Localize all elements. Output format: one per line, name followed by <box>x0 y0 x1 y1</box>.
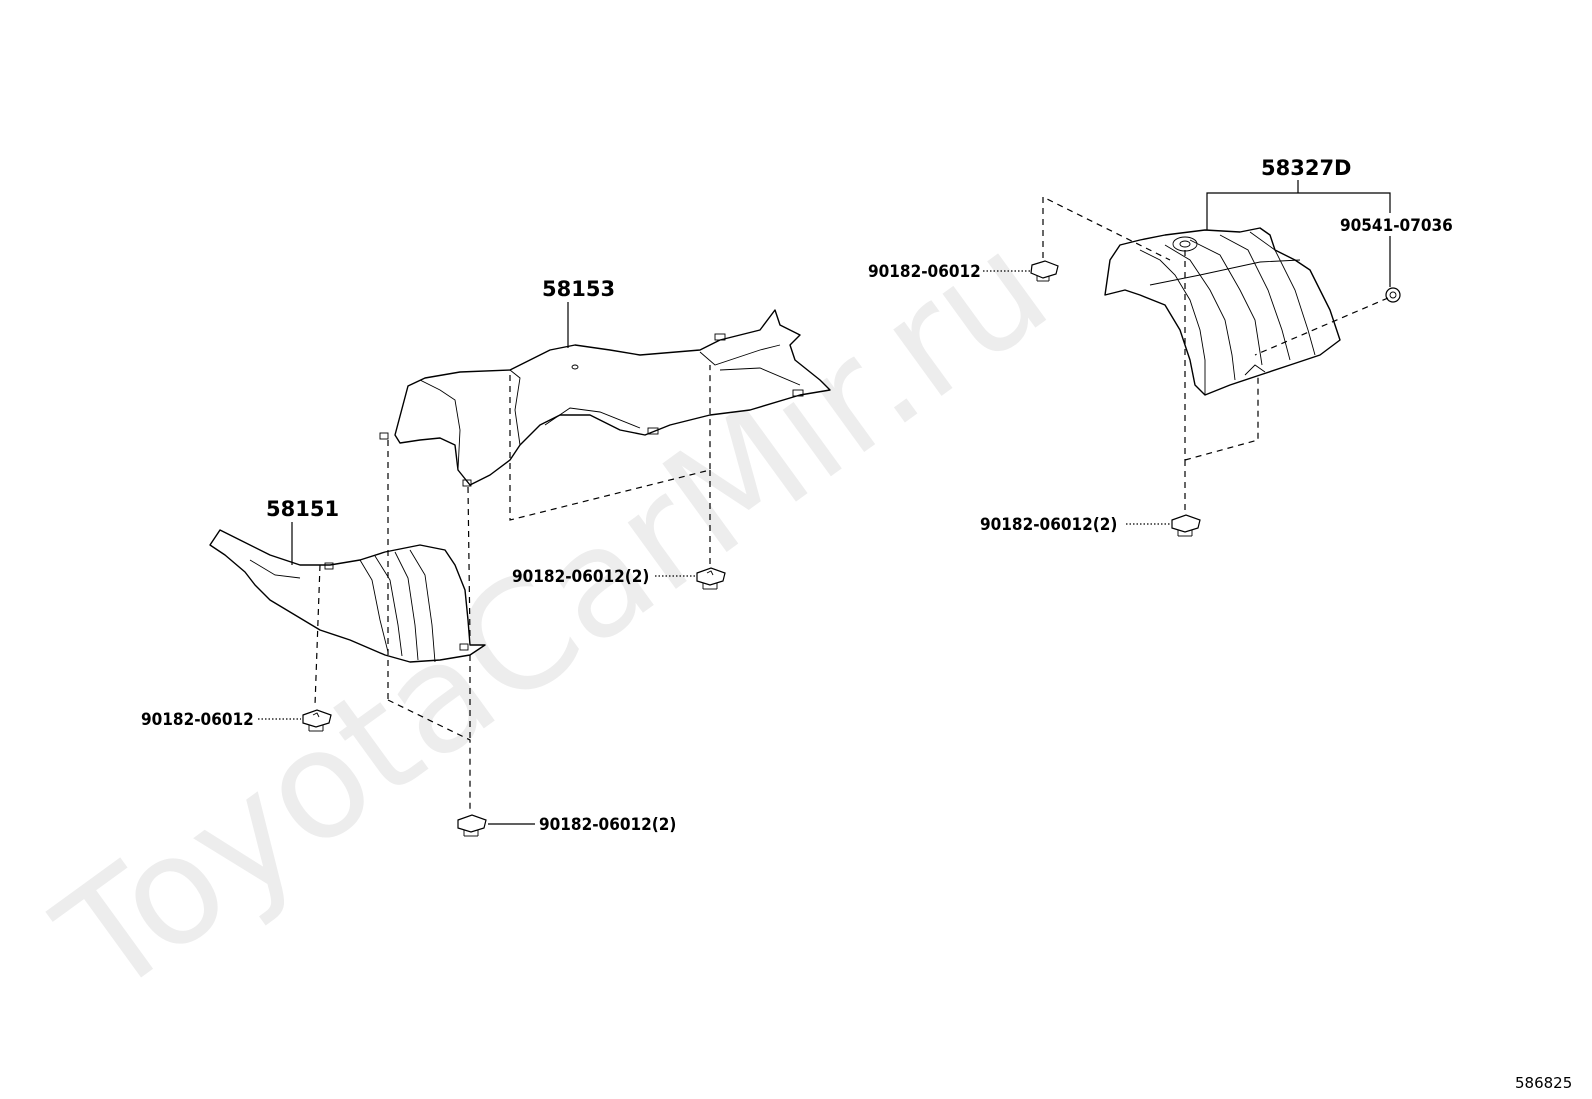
label-f-left: 90182-06012 <box>141 710 254 730</box>
plug-90541-icon[interactable] <box>1385 287 1401 303</box>
label-90541-07036: 90541-07036 <box>1340 216 1453 236</box>
label-58151: 58151 <box>266 497 339 521</box>
label-f-top-right: 90182-06012 <box>868 262 981 282</box>
label-f-mid-right: 90182-06012(2) <box>980 515 1117 535</box>
nut-top-right-icon[interactable] <box>1030 260 1059 282</box>
diagram-code: 586825 <box>1515 1074 1572 1092</box>
insulator-58327d[interactable] <box>1104 227 1341 396</box>
nut-bottom-icon[interactable] <box>457 814 487 837</box>
label-58153: 58153 <box>542 277 615 301</box>
assembly-lines <box>314 196 1389 810</box>
nut-mid-right-icon[interactable] <box>1171 514 1201 537</box>
nut-mid-center-icon[interactable] <box>696 567 726 590</box>
label-f-bottom: 90182-06012(2) <box>539 815 676 835</box>
label-58327d: 58327D <box>1261 156 1352 180</box>
nut-left-icon[interactable] <box>302 709 332 732</box>
watermark-text: ToyotaCarMir.ru <box>28 200 1078 1030</box>
insulator-58153[interactable] <box>379 309 831 487</box>
insulator-58151[interactable] <box>209 529 486 663</box>
label-f-mid-center: 90182-06012(2) <box>512 567 649 587</box>
